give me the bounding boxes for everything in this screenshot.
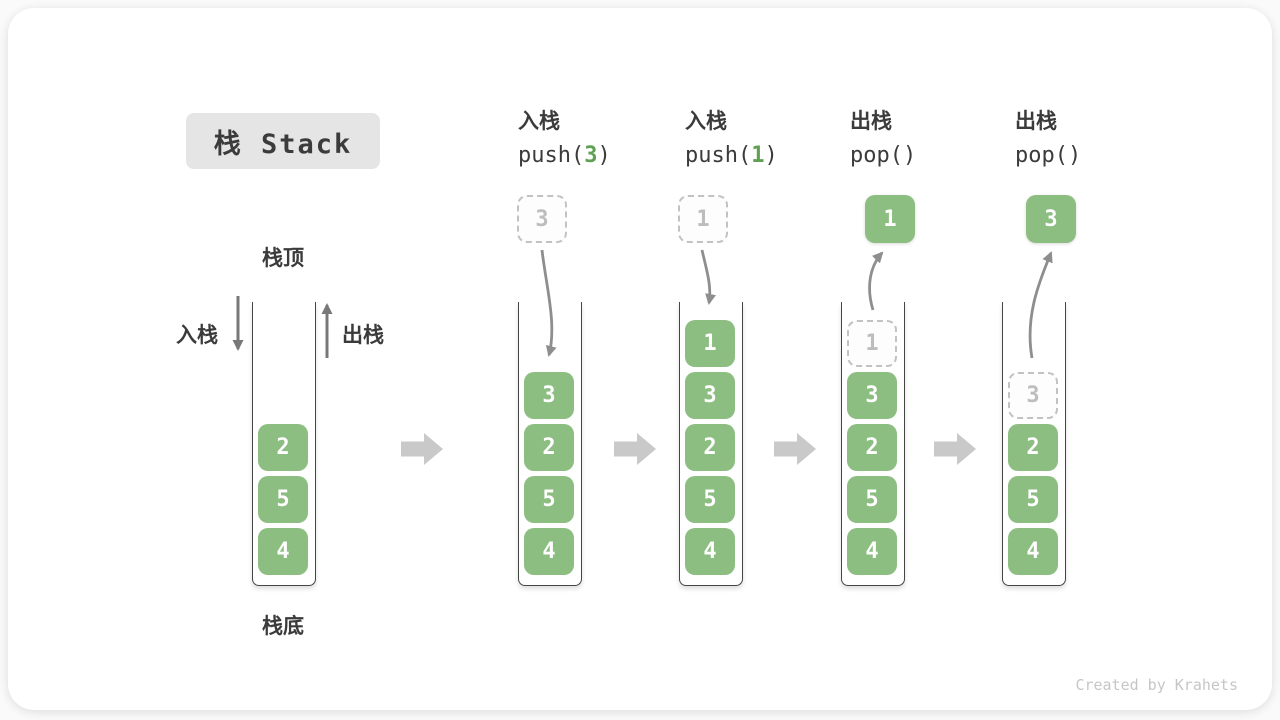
next-stage-arrow-icon	[401, 433, 443, 465]
item-to-push: 1	[678, 195, 728, 243]
stack-item: 3	[524, 372, 574, 419]
stack-item: 2	[258, 424, 308, 471]
push-1-arrow-icon	[700, 249, 716, 305]
stack-item: 5	[524, 476, 574, 523]
op-call-suffix: )	[1067, 143, 1082, 168]
op-call: push(3)	[518, 143, 611, 169]
stack-item: 3	[847, 372, 897, 419]
label-stack-top: 栈顶	[262, 246, 304, 270]
stack-item: 5	[1008, 476, 1058, 523]
stack-item: 4	[524, 528, 574, 575]
stack-container	[252, 302, 316, 586]
next-stage-arrow-icon	[774, 433, 816, 465]
stack-container	[518, 302, 582, 586]
next-stage-arrow-icon	[614, 433, 656, 465]
op-call: pop()	[1015, 143, 1081, 169]
popped-item: 3	[1026, 195, 1076, 243]
op-call: pop()	[850, 143, 916, 169]
label-stack-bottom: 栈底	[262, 614, 304, 638]
stack-container	[841, 302, 905, 586]
op-call-arg: 3	[584, 143, 598, 168]
stack-item: 2	[524, 424, 574, 471]
stack-item: 1	[685, 320, 735, 367]
op-call-suffix: )	[597, 143, 611, 168]
pop-1-arrow-icon	[868, 251, 884, 311]
stack-item: 4	[847, 528, 897, 575]
op-name: 入栈	[685, 109, 727, 133]
op-call-prefix: push(	[518, 143, 585, 168]
op-header-push-3: 入栈 push(3)	[518, 108, 611, 169]
stack-item-ghost: 3	[1008, 372, 1058, 419]
stack-item: 5	[685, 476, 735, 523]
stack-item: 4	[1008, 528, 1058, 575]
op-call-prefix: push(	[685, 143, 752, 168]
stack-item: 2	[847, 424, 897, 471]
stack-item: 2	[685, 424, 735, 471]
next-stage-arrow-icon	[934, 433, 976, 465]
op-header-pop-2: 出栈 pop()	[1015, 108, 1081, 169]
op-call: push(1)	[685, 143, 778, 169]
op-call-prefix: pop(	[850, 143, 903, 168]
popped-item: 1	[865, 195, 915, 243]
stack-item: 4	[258, 528, 308, 575]
stack-item: 5	[258, 476, 308, 523]
diagram-title-box: 栈 Stack	[186, 113, 380, 169]
stack-item: 4	[685, 528, 735, 575]
op-header-pop-1: 出栈 pop()	[850, 108, 916, 169]
pop-3-arrow-icon	[1028, 251, 1053, 359]
label-pop-side: 出栈	[342, 323, 384, 347]
stack-item: 5	[847, 476, 897, 523]
op-name: 入栈	[518, 109, 560, 133]
op-name: 出栈	[850, 109, 892, 133]
op-header-push-1: 入栈 push(1)	[685, 108, 778, 169]
item-to-push: 3	[517, 195, 567, 243]
push-3-arrow-icon	[540, 249, 557, 357]
op-call-suffix: )	[902, 143, 917, 168]
diagram-title: 栈 Stack	[213, 128, 353, 160]
stack-container	[1002, 302, 1066, 586]
op-call-prefix: pop(	[1015, 143, 1068, 168]
stack-item: 3	[685, 372, 735, 419]
op-call-suffix: )	[764, 143, 778, 168]
stack-item-ghost: 1	[847, 320, 897, 367]
op-call-arg: 1	[751, 143, 765, 168]
label-push-side: 入栈	[176, 323, 218, 347]
stack-item: 2	[1008, 424, 1058, 471]
watermark: Created by Krahets	[1075, 676, 1238, 694]
stack-container	[679, 302, 743, 586]
op-name: 出栈	[1015, 109, 1057, 133]
